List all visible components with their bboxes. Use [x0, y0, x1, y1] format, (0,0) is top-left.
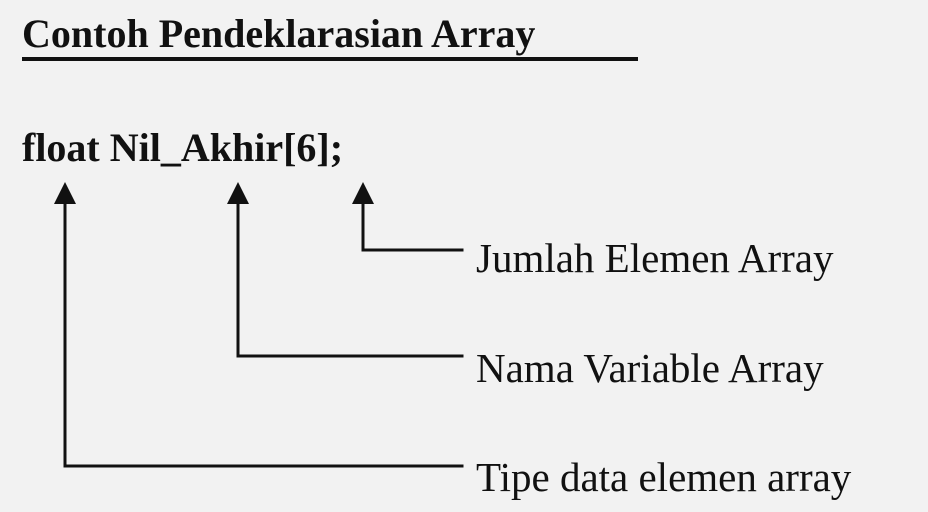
variable-name-arrowhead [227, 182, 249, 204]
data-type-label: Tipe data elemen array [476, 454, 852, 500]
title-underline [22, 57, 638, 61]
data-type-arrow [63, 198, 464, 468]
diagram-title: Contoh Pendeklarasian Array [22, 11, 536, 56]
element-count-arrowhead [352, 182, 374, 204]
data-type-arrowhead [54, 182, 76, 204]
element-count-label: Jumlah Elemen Array [476, 235, 834, 281]
variable-name-arrow [236, 198, 464, 358]
array-declaration-code: float Nil_Akhir[6]; [22, 125, 344, 170]
variable-name-label: Nama Variable Array [476, 345, 824, 391]
element-count-arrow [361, 198, 464, 252]
